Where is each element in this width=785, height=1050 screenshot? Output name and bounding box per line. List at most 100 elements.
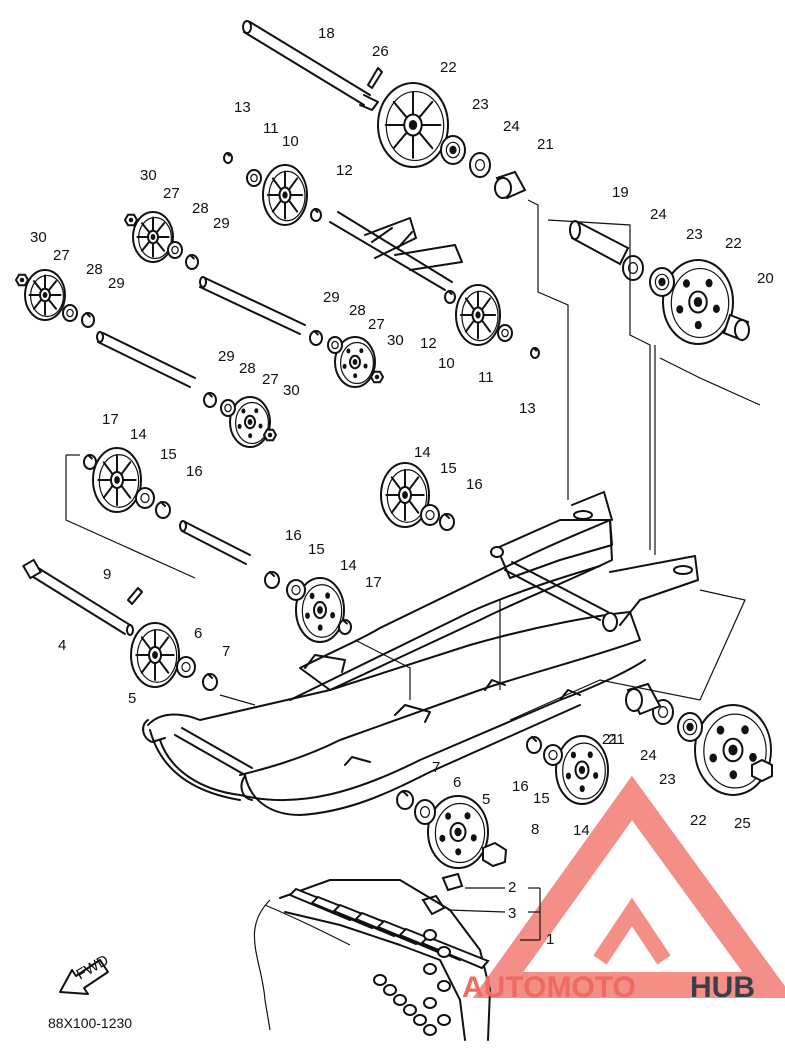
washer-28-c bbox=[327, 336, 343, 354]
collar-21-lower bbox=[625, 682, 662, 716]
clip-2 bbox=[441, 872, 464, 892]
clip-13-lower bbox=[530, 347, 540, 359]
callout-5: 5 bbox=[128, 690, 136, 707]
nut-8 bbox=[482, 841, 508, 868]
callout-19: 19 bbox=[612, 184, 629, 201]
watermark-text-part2: HUB bbox=[690, 971, 755, 1004]
watermark-text: AUTOMOTO HUB bbox=[462, 971, 755, 1004]
callout-23: 23 bbox=[659, 771, 676, 788]
watermark-triangle-logo bbox=[472, 775, 785, 998]
callout-16: 16 bbox=[512, 778, 529, 795]
callout-16: 16 bbox=[186, 463, 203, 480]
callout-8: 8 bbox=[531, 821, 539, 838]
wheel-10-upper bbox=[262, 164, 308, 226]
callout-27: 27 bbox=[53, 247, 70, 264]
callout-21: 21 bbox=[602, 731, 619, 748]
wheel-5-rear bbox=[427, 795, 489, 869]
clip-17-mid bbox=[338, 619, 352, 635]
assembly-guide-lines bbox=[65, 199, 761, 941]
callout-10: 10 bbox=[282, 133, 299, 150]
callout-21: 21 bbox=[537, 136, 554, 153]
wheel-14-mid bbox=[295, 577, 345, 643]
bearing-23-right bbox=[649, 267, 675, 297]
track-stud bbox=[423, 997, 437, 1009]
track-stud bbox=[437, 980, 451, 992]
callout-12: 12 bbox=[420, 335, 437, 352]
callout-labels: 1234556677891010111112121313141414141515… bbox=[30, 25, 774, 948]
callout-26: 26 bbox=[372, 43, 389, 60]
clip-29-a bbox=[185, 254, 199, 270]
washer-6-front bbox=[176, 656, 196, 678]
shaft-16 bbox=[179, 520, 251, 565]
washer-24-top bbox=[469, 152, 491, 178]
callout-7: 7 bbox=[222, 643, 230, 660]
callout-15: 15 bbox=[160, 446, 177, 463]
wheel-27-c bbox=[334, 336, 376, 388]
clip-17-left bbox=[83, 454, 97, 470]
callout-16: 16 bbox=[466, 476, 483, 493]
callout-22: 22 bbox=[440, 59, 457, 76]
callout-21: 21 bbox=[608, 731, 625, 748]
callout-22: 22 bbox=[725, 235, 742, 252]
washer-6-rear bbox=[414, 799, 436, 825]
callout-2: 2 bbox=[508, 879, 516, 896]
nut-30-c bbox=[369, 370, 385, 384]
clip-7-front bbox=[202, 673, 218, 691]
callout-13: 13 bbox=[519, 400, 536, 417]
wheel-5-front bbox=[130, 622, 180, 688]
callout-30: 30 bbox=[30, 229, 47, 246]
clip-29-d bbox=[203, 392, 217, 408]
callout-20: 20 bbox=[757, 270, 774, 287]
callout-30: 30 bbox=[140, 167, 157, 184]
wheel-27-a bbox=[132, 211, 174, 263]
wheel-22-right bbox=[662, 259, 734, 345]
callout-23: 23 bbox=[472, 96, 489, 113]
callout-29: 29 bbox=[323, 289, 340, 306]
wheel-22-rear bbox=[694, 704, 772, 796]
nut-25 bbox=[751, 758, 773, 783]
callout-3: 3 bbox=[508, 905, 516, 922]
callout-15: 15 bbox=[440, 460, 457, 477]
callout-30: 30 bbox=[283, 382, 300, 399]
callout-14: 14 bbox=[414, 444, 431, 461]
callout-5: 5 bbox=[482, 791, 490, 808]
clip-29-c bbox=[309, 330, 323, 346]
callout-30: 30 bbox=[387, 332, 404, 349]
washer-15-left bbox=[135, 487, 155, 509]
clip-13-upper bbox=[223, 152, 233, 164]
washer-11-lower bbox=[497, 324, 513, 342]
drawing-code: 88X100-1230 bbox=[48, 1015, 132, 1031]
callout-15: 15 bbox=[533, 790, 550, 807]
wheel-22-top bbox=[377, 82, 449, 168]
sleeve-19 bbox=[569, 220, 630, 266]
cotter-pin-9 bbox=[127, 587, 143, 605]
sleeve-20 bbox=[722, 313, 750, 342]
shaft-18 bbox=[242, 20, 379, 111]
callout-28: 28 bbox=[239, 360, 256, 377]
callout-17: 17 bbox=[102, 411, 119, 428]
bearing-23-rear bbox=[677, 712, 703, 742]
callout-14: 14 bbox=[573, 822, 590, 839]
shaft-middle-2 bbox=[96, 331, 196, 388]
track-stud bbox=[423, 1024, 437, 1036]
shaft-middle-1 bbox=[199, 276, 306, 335]
callout-29: 29 bbox=[213, 215, 230, 232]
washer-15-center bbox=[420, 504, 440, 526]
track-stud bbox=[413, 1014, 427, 1026]
clip-16-center bbox=[439, 513, 455, 531]
callout-7: 7 bbox=[432, 759, 440, 776]
callout-1: 1 bbox=[546, 931, 554, 948]
callout-9: 9 bbox=[103, 566, 111, 583]
callout-29: 29 bbox=[108, 275, 125, 292]
nut-30-b bbox=[14, 273, 30, 287]
fwd-label: FWD bbox=[74, 952, 112, 984]
wheel-14-center bbox=[380, 462, 430, 528]
callout-29: 29 bbox=[218, 348, 235, 365]
track-stud bbox=[437, 946, 451, 958]
clip-12-upper bbox=[310, 208, 322, 222]
callout-10: 10 bbox=[438, 355, 455, 372]
track-stud bbox=[437, 1014, 451, 1026]
shaft-4 bbox=[21, 558, 134, 636]
callout-14: 14 bbox=[130, 426, 147, 443]
